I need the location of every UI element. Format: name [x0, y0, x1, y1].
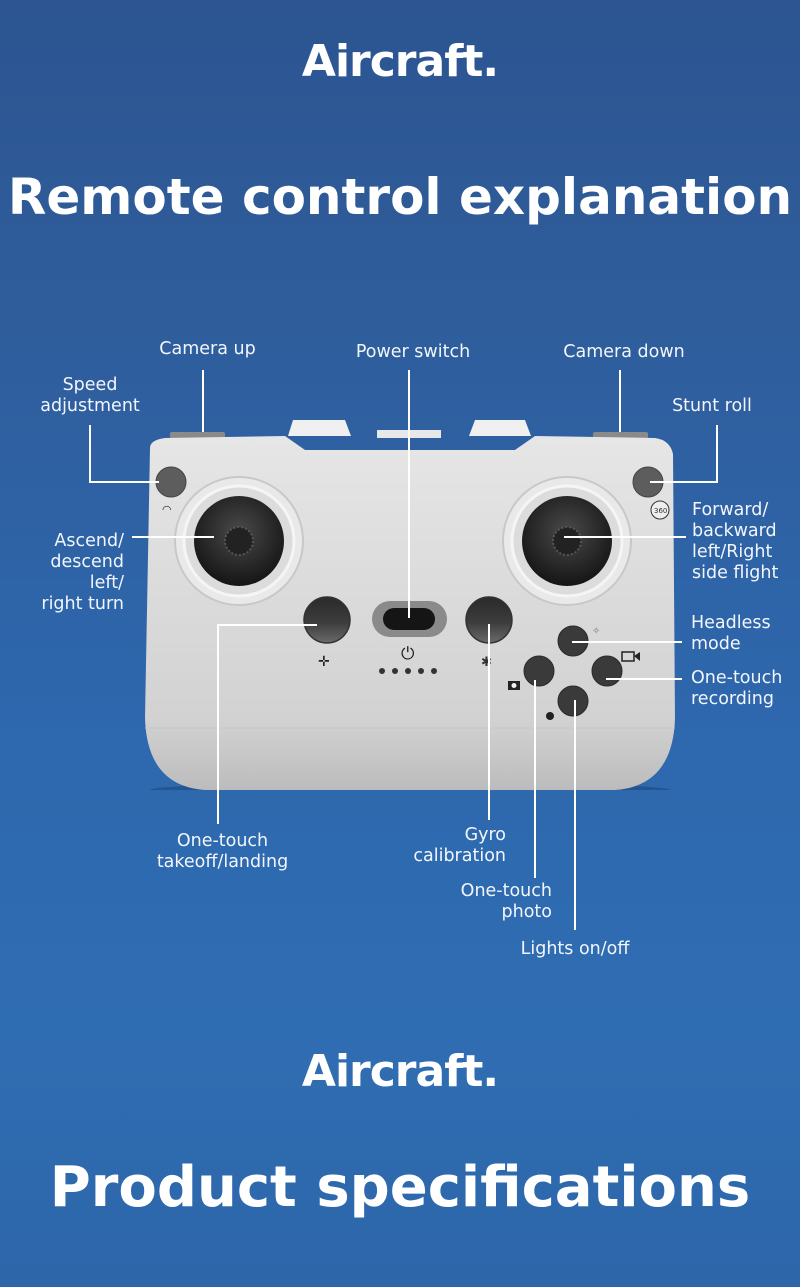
svg-text:✱: ✱ [481, 655, 492, 670]
callout-line-recording [606, 678, 682, 680]
brand-logo-bottom: Aircraft. [301, 1046, 499, 1097]
svg-text:◠: ◠ [162, 503, 172, 516]
callout-line-ascend [132, 536, 214, 538]
callout-line-camera-down [619, 370, 621, 432]
callout-line-takeoff-h [217, 624, 317, 626]
svg-text:⏻: ⏻ [401, 644, 415, 664]
label-stunt-roll: Stunt roll [672, 396, 752, 416]
callout-line-stunt-h [650, 481, 718, 483]
callout-line-camera-up [202, 370, 204, 432]
section-title-specs: Product specifications [49, 1155, 751, 1220]
callout-line-forward [564, 536, 686, 538]
callout-line-stunt [716, 425, 718, 483]
label-lights: Lights on/off [520, 939, 630, 959]
brand-logo-top: Aircraft. [301, 36, 499, 87]
label-camera-down: Camera down [563, 342, 685, 362]
remote-controller-illustration: ◠ 360 ✛ ✱ ⏻ ✧ [145, 420, 675, 790]
callout-line-speed-h [89, 481, 159, 483]
callout-line-headless [572, 641, 682, 643]
page-title: Remote control explanation [7, 168, 793, 226]
svg-text:360: 360 [654, 507, 667, 515]
callout-line-gyro [488, 624, 490, 820]
callout-line-takeoff [217, 624, 219, 824]
label-power-switch: Power switch [355, 342, 471, 362]
callout-line-lights [574, 700, 576, 930]
callout-line-speed [89, 425, 91, 483]
callout-line-photo [534, 680, 536, 878]
label-camera-up: Camera up [159, 339, 256, 359]
svg-text:✧: ✧ [592, 626, 600, 637]
callout-line-power [408, 370, 410, 618]
svg-text:✛: ✛ [318, 654, 330, 670]
